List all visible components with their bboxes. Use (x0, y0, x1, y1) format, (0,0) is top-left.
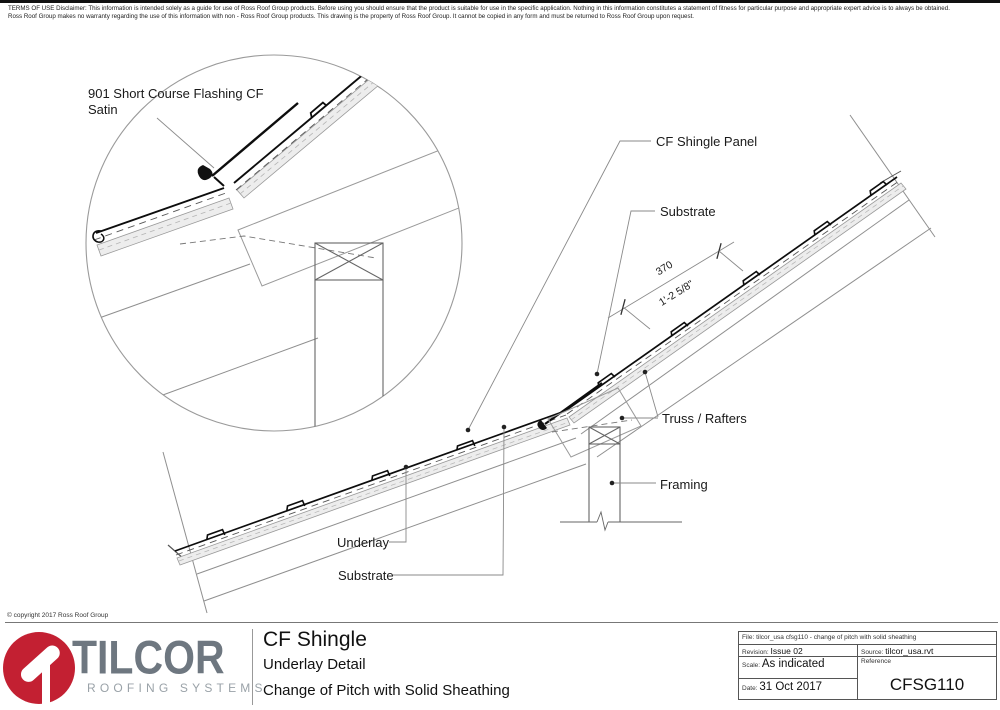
scale-value: As indicated (761, 658, 825, 670)
framing-post-detail (314, 280, 384, 431)
revision-value: Issue 02 (770, 646, 803, 656)
source-label: Source: (861, 649, 884, 656)
main-section-view: 370 1'-2 5/8" CF Shingle Panel Substrate… (162, 114, 936, 614)
rafter-up-top (580, 199, 910, 435)
date-label: Date: (742, 685, 758, 692)
underlay-dashed-detail-steep (235, 55, 451, 191)
label-truss-rafters: Truss / Rafters (662, 411, 747, 426)
sheet-title-variant: Change of Pitch with Solid Sheathing (263, 682, 510, 699)
source-value: tilcor_usa.rvt (885, 646, 934, 656)
framing-xbox-detail (314, 242, 384, 281)
label-framing: Framing (660, 477, 708, 492)
shingle-panel-detail-steep (233, 55, 448, 184)
detail-circle-view: 901 Short Course Flashing CF Satin (85, 54, 463, 432)
leader-dots (403, 369, 648, 486)
scale-cell: Scale: As indicated (739, 657, 857, 679)
rafter-low-top (196, 437, 577, 575)
rafter-up-bottom (596, 227, 932, 458)
cut-line-bottom (162, 451, 208, 614)
rafter-block-detail (237, 145, 462, 287)
label-cf-shingle-panel: CF Shingle Panel (656, 134, 757, 149)
source-cell: Source: tilcor_usa.rvt (858, 645, 996, 656)
disclaimer-line-1: TERMS OF USE Disclaimer: This informatio… (8, 5, 950, 12)
revision-label: Revision: (742, 649, 769, 656)
pitch-change-flashing (544, 382, 603, 425)
date-value: 31 Oct 2017 (759, 681, 823, 693)
brand-tagline: ROOFING SYSTEMS (87, 681, 267, 695)
detail-circle-boundary (85, 54, 463, 432)
framing-xbox (588, 426, 621, 445)
short-course-flashing (211, 102, 299, 177)
terms-of-use-disclaimer: TERMS OF USE Disclaimer: This informatio… (8, 5, 994, 22)
title-divider (252, 629, 253, 705)
label-underlay: Underlay (337, 535, 390, 550)
dimension-extensions (622, 250, 744, 330)
reference-label: Reference (861, 658, 891, 665)
label-substrate-lower: Substrate (338, 568, 394, 583)
rafter-line-detail-2 (121, 337, 319, 411)
panel-hem-hook (92, 230, 105, 243)
label-flashing-line1: 901 Short Course Flashing CF (88, 86, 264, 101)
dimension-ticks (620, 243, 722, 315)
dimension-imperial: 1'-2 5/8" (657, 278, 696, 309)
substrate-band-detail-low (96, 197, 234, 257)
sheet-title-detail: Underlay Detail (263, 656, 366, 673)
shingle-panel-low (174, 410, 566, 552)
scale-label: Scale: (742, 662, 761, 669)
date-cell: Date: 31 Oct 2017 (739, 679, 857, 701)
substrate-band-low (176, 417, 571, 566)
rafter-low-bottom (203, 463, 587, 602)
sheet-title-product: CF Shingle (263, 628, 367, 651)
titleblock-revision-row: Revision: Issue 02 Source: tilcor_usa.rv… (739, 645, 996, 657)
rafter-junction-block (547, 387, 642, 458)
leader-lines (389, 140, 659, 576)
drawing-number: CFSG110 (889, 675, 965, 694)
reference-cell: Reference CFSG110 (858, 657, 996, 699)
rafter-line-detail-1 (87, 263, 251, 323)
substrate-band-up (568, 182, 907, 424)
shingle-panel-up (564, 176, 898, 412)
titleblock-file-row: File: tilcor_usa cfsg110 - change of pit… (739, 632, 996, 645)
file-value: tilcor_usa cfsg110 - change of pitch wit… (756, 634, 917, 641)
label-flashing-line2: Satin (88, 102, 118, 117)
substrate-band-detail-steep (236, 55, 460, 199)
hidden-edge-dashed-main (551, 419, 633, 433)
leader-flashing (156, 117, 215, 169)
footer-divider (5, 622, 998, 623)
dimension-metric: 370 (654, 259, 675, 279)
logo-one-glyph (20, 645, 60, 706)
header-rule (0, 0, 1000, 3)
shingle-panel-detail-low (95, 187, 225, 234)
break-line (560, 510, 682, 532)
revision-cell: Revision: Issue 02 (739, 645, 858, 656)
disclaimer-line-2: Ross Roof Group makes no warranty regard… (8, 13, 695, 21)
flashing-hem-hook (197, 165, 213, 181)
flashing-hook-main (537, 420, 547, 430)
title-block-table: File: tilcor_usa cfsg110 - change of pit… (738, 631, 997, 700)
underlay-dashed-low (175, 414, 567, 556)
file-label: File: (742, 634, 755, 641)
label-substrate-upper: Substrate (660, 204, 716, 219)
brand-wordmark: TILCOR (72, 631, 225, 684)
hidden-edge-dashed (179, 235, 377, 259)
underlay-dashed-up (566, 180, 900, 415)
copyright-note: © copyright 2017 Ross Roof Group (7, 612, 109, 619)
tilcor-logo-icon (3, 632, 75, 706)
